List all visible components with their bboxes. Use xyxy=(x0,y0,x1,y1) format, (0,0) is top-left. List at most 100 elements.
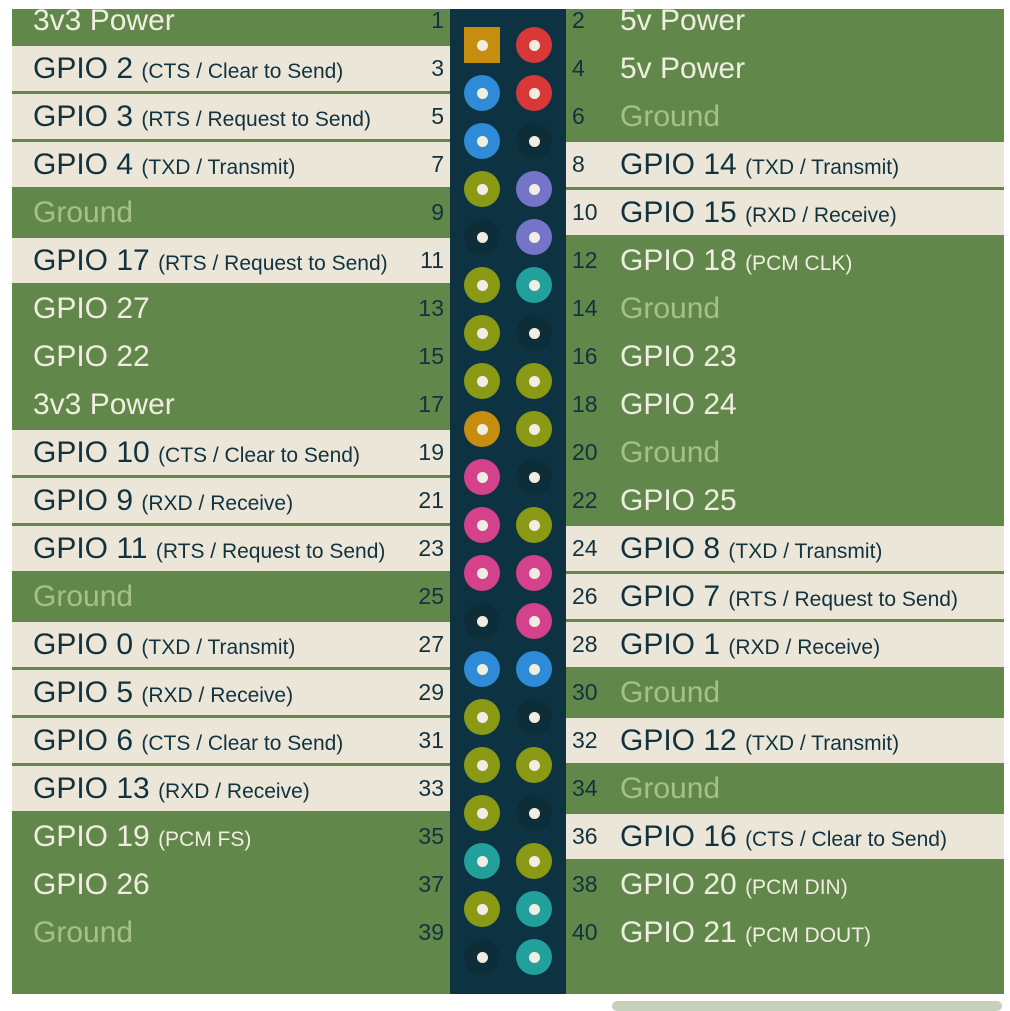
pin-10-cell[interactable]: GPIO 15 (RXD / Receive)10 xyxy=(508,190,1004,235)
pin-35-icon[interactable] xyxy=(464,843,500,879)
pin-label: 5v Power xyxy=(620,0,745,43)
pin-name: GPIO 9 xyxy=(33,484,134,517)
pin-29-icon[interactable] xyxy=(464,699,500,735)
pin-39-icon[interactable] xyxy=(464,939,500,975)
pin-function: (RTS / Request to Send) xyxy=(141,108,371,131)
pin-25-icon[interactable] xyxy=(464,603,500,639)
pin-30-icon[interactable] xyxy=(516,699,552,735)
pin-name: GPIO 16 xyxy=(620,820,737,853)
pin-name: GPIO 1 xyxy=(620,628,721,661)
pin-31-icon[interactable] xyxy=(464,747,500,783)
pin-33-cell[interactable]: GPIO 13 (RXD / Receive)33 xyxy=(12,766,508,811)
pin-10-icon[interactable] xyxy=(516,219,552,255)
pin-40-icon[interactable] xyxy=(516,939,552,975)
pin-32-icon[interactable] xyxy=(516,747,552,783)
pin-28-cell[interactable]: GPIO 1 (RXD / Receive)28 xyxy=(508,622,1004,667)
pin-name: 3v3 Power xyxy=(33,388,175,421)
pin-24-cell[interactable]: GPIO 8 (TXD / Transmit)24 xyxy=(508,526,1004,571)
pin-11-cell[interactable]: GPIO 17 (RTS / Request to Send)11 xyxy=(12,238,508,283)
pin-34-icon[interactable] xyxy=(516,795,552,831)
pin-label: GPIO 27 xyxy=(33,286,150,331)
pin-37-icon[interactable] xyxy=(464,891,500,927)
pin-4-icon[interactable] xyxy=(516,75,552,111)
pin-hole xyxy=(476,519,488,531)
pin-26-cell[interactable]: GPIO 7 (RTS / Request to Send)26 xyxy=(508,574,1004,619)
pin-33-icon[interactable] xyxy=(464,795,500,831)
pin-5-cell[interactable]: GPIO 3 (RTS / Request to Send)5 xyxy=(12,94,508,139)
pin-8-cell[interactable]: GPIO 14 (TXD / Transmit)8 xyxy=(508,142,1004,187)
pin-7-icon[interactable] xyxy=(464,171,500,207)
pin-21-icon[interactable] xyxy=(464,507,500,543)
pin-38-icon[interactable] xyxy=(516,891,552,927)
pin-5-icon[interactable] xyxy=(464,123,500,159)
pin-40-cell[interactable]: GPIO 21 (PCM DOUT)40 xyxy=(508,910,1004,955)
pin-17-icon[interactable] xyxy=(464,411,500,447)
pin-hole xyxy=(528,471,540,483)
pin-27-icon[interactable] xyxy=(464,651,500,687)
pin-31-cell[interactable]: GPIO 6 (CTS / Clear to Send)31 xyxy=(12,718,508,763)
scroll-tab[interactable] xyxy=(612,1001,1002,1011)
pin-15-icon[interactable] xyxy=(464,363,500,399)
pin-name: 5v Power xyxy=(620,4,746,37)
pin-23-icon[interactable] xyxy=(464,555,500,591)
pin-3-icon[interactable] xyxy=(464,75,500,111)
pin-2-icon[interactable] xyxy=(516,27,552,63)
pin-label: Ground xyxy=(33,190,133,235)
pin-label: GPIO 5 (RXD / Receive) xyxy=(33,670,293,715)
pin-label: Ground xyxy=(620,670,720,715)
pin-24-icon[interactable] xyxy=(516,555,552,591)
pin-22-icon[interactable] xyxy=(516,507,552,543)
pin-12-icon[interactable] xyxy=(516,267,552,303)
pin-label: GPIO 10 (CTS / Clear to Send) xyxy=(33,430,360,475)
pin-11-icon[interactable] xyxy=(464,267,500,303)
pin-hole xyxy=(528,375,540,387)
pin-name: GPIO 4 xyxy=(33,148,134,181)
pin-9-icon[interactable] xyxy=(464,219,500,255)
pin-35-cell[interactable]: GPIO 19 (PCM FS)35 xyxy=(12,814,508,859)
pin-20-icon[interactable] xyxy=(516,459,552,495)
pin-36-icon[interactable] xyxy=(516,843,552,879)
pin-1-icon[interactable] xyxy=(464,27,500,63)
pin-8-icon[interactable] xyxy=(516,171,552,207)
pin-hole xyxy=(476,567,488,579)
pin-38-cell[interactable]: GPIO 20 (PCM DIN)38 xyxy=(508,862,1004,907)
pin-13-icon[interactable] xyxy=(464,315,500,351)
pin-26-icon[interactable] xyxy=(516,603,552,639)
pin-18-icon[interactable] xyxy=(516,411,552,447)
pin-28-icon[interactable] xyxy=(516,651,552,687)
pin-36-cell[interactable]: GPIO 16 (CTS / Clear to Send)36 xyxy=(508,814,1004,859)
pin-27-cell[interactable]: GPIO 0 (TXD / Transmit)27 xyxy=(12,622,508,667)
pin-29-cell[interactable]: GPIO 5 (RXD / Receive)29 xyxy=(12,670,508,715)
pin-16-icon[interactable] xyxy=(516,363,552,399)
pin-6-icon[interactable] xyxy=(516,123,552,159)
pin-12-cell[interactable]: GPIO 18 (PCM CLK)12 xyxy=(508,238,1004,283)
pin-14-icon[interactable] xyxy=(516,315,552,351)
pin-19-cell[interactable]: GPIO 10 (CTS / Clear to Send)19 xyxy=(12,430,508,475)
pin-21-cell[interactable]: GPIO 9 (RXD / Receive)21 xyxy=(12,478,508,523)
pin-3-cell[interactable]: GPIO 2 (CTS / Clear to Send)3 xyxy=(12,46,508,91)
pin-7-cell[interactable]: GPIO 4 (TXD / Transmit)7 xyxy=(12,142,508,187)
pin-19-icon[interactable] xyxy=(464,459,500,495)
pin-32-cell[interactable]: GPIO 12 (TXD / Transmit)32 xyxy=(508,718,1004,763)
pin-23-cell[interactable]: GPIO 11 (RTS / Request to Send)23 xyxy=(12,526,508,571)
pin-function: (RXD / Receive) xyxy=(158,780,310,803)
